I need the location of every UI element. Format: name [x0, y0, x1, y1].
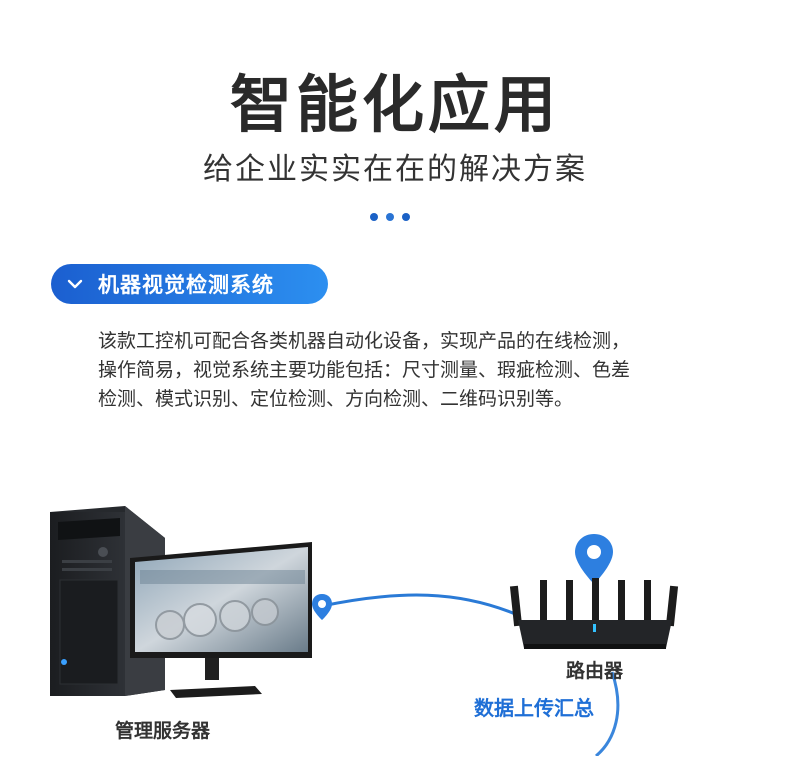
section-description: 该款工控机可配合各类机器自动化设备，实现产品的在线检测， 操作简易，视觉系统主要…: [98, 327, 718, 414]
section-pill-label: 机器视觉检测系统: [98, 273, 274, 297]
chevron-down-icon: [62, 271, 88, 297]
connection-line-server-router: [321, 593, 521, 618]
monitor: [130, 542, 312, 698]
description-line: 检测、模式识别、定位检测、方向检测、二维码识别等。: [98, 388, 574, 410]
description-line: 操作简易，视觉系统主要功能包括：尺寸测量、瑕疵检测、色差: [98, 359, 631, 381]
diagram-graphics: [50, 506, 679, 758]
divider-dot: [370, 213, 378, 221]
server-tower: [50, 506, 165, 696]
page-title: 智能化应用: [229, 68, 560, 141]
section-pill[interactable]: 机器视觉检测系统: [51, 264, 328, 304]
location-pin-icon: [575, 534, 613, 584]
router: [509, 578, 679, 649]
divider-dot: [386, 213, 394, 221]
server-label: 管理服务器: [115, 720, 211, 742]
upload-label: 数据上传汇总: [474, 696, 594, 720]
connection-line-router-upload: [595, 671, 620, 758]
page-subtitle: 给企业实实在在的解决方案: [203, 152, 587, 187]
description-line: 该款工控机可配合各类机器自动化设备，实现产品的在线检测，: [98, 330, 631, 352]
router-label: 路由器: [566, 660, 624, 682]
divider-dot: [402, 213, 410, 221]
network-diagram: 管理服务器 路由器 数据上传汇总: [0, 440, 790, 758]
location-pin-icon: [312, 594, 332, 620]
dots-divider: [370, 213, 410, 221]
